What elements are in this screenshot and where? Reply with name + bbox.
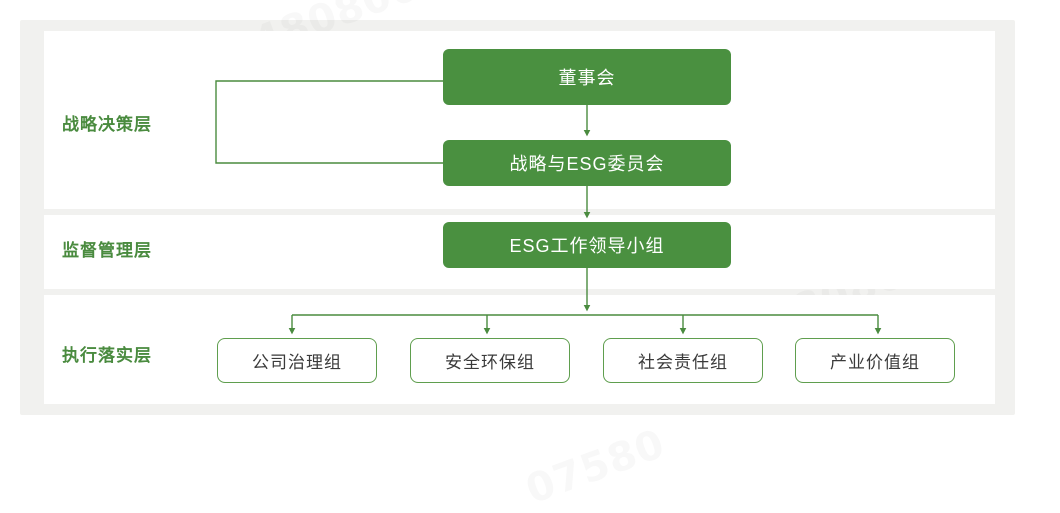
layer-label-execution: 执行落实层 <box>62 346 152 365</box>
node-safety-environment-group[interactable]: 安全环保组 <box>410 338 570 383</box>
node-board-of-directors[interactable]: 董事会 <box>443 49 731 105</box>
layer-label-supervision: 监督管理层 <box>62 241 152 260</box>
layer-label-strategy: 战略决策层 <box>62 115 152 134</box>
watermark-text: 07580 <box>520 420 672 513</box>
org-chart-diagram: 2480800 28080035 07580 战略决策层 监督管理层 执行落实层 <box>20 20 1015 415</box>
node-corporate-governance-group[interactable]: 公司治理组 <box>217 338 377 383</box>
node-strategy-esg-committee[interactable]: 战略与ESG委员会 <box>443 140 731 186</box>
node-social-responsibility-group[interactable]: 社会责任组 <box>603 338 763 383</box>
node-esg-working-group[interactable]: ESG工作领导小组 <box>443 222 731 268</box>
node-industrial-value-group[interactable]: 产业价值组 <box>795 338 955 383</box>
